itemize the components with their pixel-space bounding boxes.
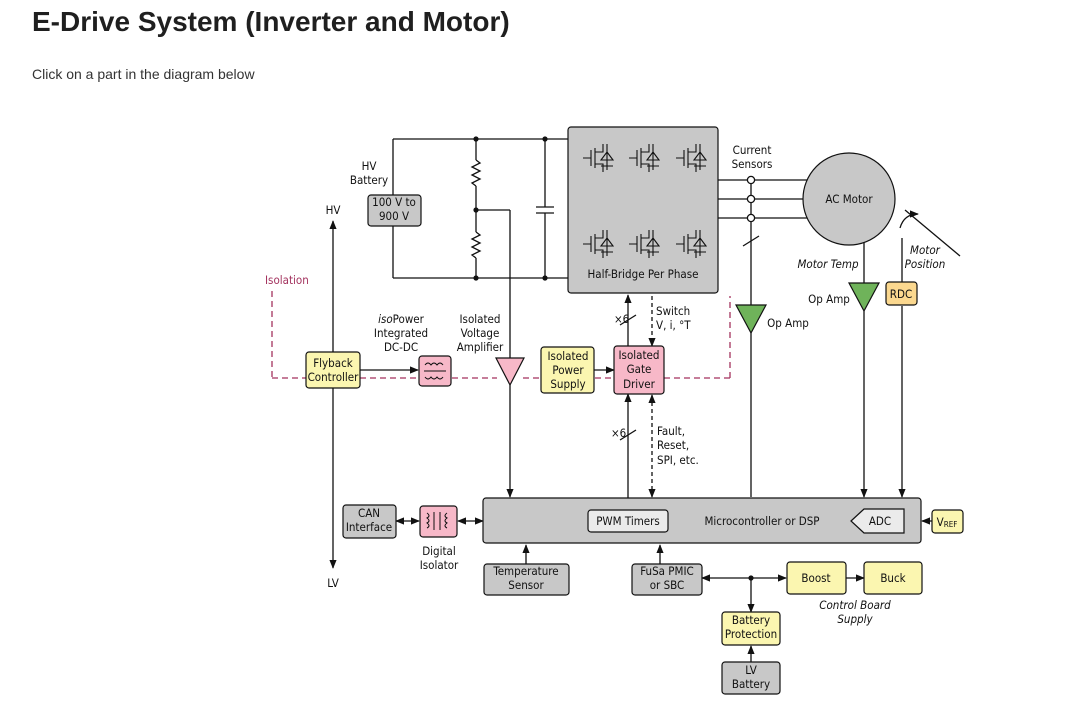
vref-main: V: [937, 515, 944, 529]
hv-battery-voltage-line1: 100 V to: [372, 195, 416, 209]
page-title: E-Drive System (Inverter and Motor): [32, 6, 510, 37]
rdc[interactable]: RDC: [885, 281, 918, 306]
hv-label: HV: [326, 203, 341, 217]
half-bridge-label: Half-Bridge Per Phase: [588, 267, 699, 281]
adc-label: ADC: [869, 514, 891, 528]
vref-sub: REF: [944, 520, 958, 529]
half-bridge[interactable]: Half-Bridge Per Phase: [567, 126, 719, 294]
lv-battery[interactable]: LV Battery: [721, 661, 781, 695]
page-subtitle: Click on a part in the diagram below: [32, 66, 255, 82]
digital-isolator[interactable]: Digital Isolator: [419, 505, 459, 572]
battery-protection[interactable]: Battery Protection: [721, 611, 781, 646]
microcontroller-label: Microcontroller or DSP: [704, 514, 819, 528]
digital-isolator-line1: Digital: [422, 544, 456, 558]
can-line1: CAN: [358, 506, 380, 520]
buck[interactable]: Buck: [863, 561, 923, 595]
isopower-line2: Integrated: [374, 326, 428, 340]
hv-battery-voltage-line2: 900 V: [379, 209, 409, 223]
iso-amp-line1: Isolated: [460, 312, 501, 326]
isolator-icon: [426, 512, 448, 530]
gate-driver-line3: Driver: [623, 377, 656, 391]
lv-label: LV: [327, 576, 339, 590]
digital-isolator-line2: Isolator: [420, 558, 459, 572]
current-sensor-taps: [746, 175, 756, 223]
motor-position-line1: Motor: [910, 243, 941, 257]
lv-battery-line1: LV: [745, 663, 757, 677]
pwm-timers[interactable]: PWM Timers: [587, 509, 669, 533]
fusa-pmic-line1: FuSa PMIC: [640, 564, 694, 578]
motor-position-label: Motor Position: [905, 243, 946, 271]
iso-amp-line3: Amplifier: [457, 340, 504, 354]
iso-amp-line2: Voltage: [461, 326, 500, 340]
op-amp-current-label: Op Amp: [767, 316, 809, 330]
isolated-voltage-amplifier[interactable]: Isolated Voltage Amplifier: [457, 312, 525, 387]
ac-motor-label: AC Motor: [825, 192, 873, 206]
fault-signals-line3: SPI, etc.: [657, 453, 699, 467]
isopower-line3: DC-DC: [384, 340, 418, 354]
fusa-pmic-line2: or SBC: [650, 578, 685, 592]
lv-battery-line2: Battery: [732, 677, 770, 691]
op-amp-temp-label: Op Amp: [808, 292, 850, 306]
battery-protection-line2: Protection: [725, 627, 777, 641]
isolation-label: Isolation: [265, 273, 309, 287]
current-sensors-line1: Current: [733, 143, 772, 157]
rdc-label: RDC: [890, 287, 912, 301]
control-board-supply-line2: Supply: [837, 612, 873, 626]
boost[interactable]: Boost: [786, 561, 847, 595]
hv-battery[interactable]: HV Battery 100 V to 900 V: [350, 159, 422, 227]
transistor-switches: [583, 144, 708, 258]
motor-temp-label: Motor Temp: [797, 257, 859, 271]
isolated-power-supply[interactable]: Isolated Power Supply: [540, 346, 595, 394]
fusa-pmic[interactable]: FuSa PMIC or SBC: [631, 563, 703, 596]
isolation-barrier: [271, 291, 731, 379]
isopower-prefix: iso: [378, 312, 393, 326]
gate-driver-line2: Gate: [627, 362, 652, 376]
flyback-line2: Controller: [308, 370, 360, 384]
adc[interactable]: ADC: [850, 508, 905, 534]
vref[interactable]: VREF: [931, 509, 964, 534]
isolated-gate-driver[interactable]: Isolated Gate Driver: [613, 345, 665, 395]
temperature-sensor-line1: Temperature: [492, 564, 558, 578]
fault-signals-line2: Reset,: [657, 438, 689, 452]
fault-signals-line1: Fault,: [657, 424, 685, 438]
current-sensors[interactable]: Current Sensors: [732, 143, 773, 171]
iso-power-supply-line1: Isolated: [548, 349, 589, 363]
temperature-sensor-line2: Sensor: [508, 578, 544, 592]
ac-motor[interactable]: AC Motor: [802, 152, 896, 246]
battery-protection-line1: Battery: [732, 613, 770, 627]
hv-battery-label-line1: HV: [362, 159, 377, 173]
transformer-icon: [424, 362, 446, 380]
hv-battery-label-line2: Battery: [350, 173, 388, 187]
motor-position-line2: Position: [905, 257, 946, 271]
pwm-timers-label: PWM Timers: [596, 514, 660, 528]
current-sensors-line2: Sensors: [732, 157, 773, 171]
x6-bottom-label: ×6: [611, 426, 626, 440]
flyback-line1: Flyback: [313, 356, 353, 370]
gate-driver-line1: Isolated: [619, 348, 660, 362]
switch-signals-line2: V, i, °T: [656, 318, 691, 332]
control-board-supply-line1: Control Board: [819, 598, 891, 612]
boost-label: Boost: [801, 571, 830, 585]
isopower-suffix: Power: [393, 312, 425, 326]
x6-top-label: ×6: [614, 312, 629, 326]
op-amp-temp[interactable]: Op Amp: [808, 282, 881, 313]
isopower-dc-dc[interactable]: isoPower Integrated DC-DC: [374, 312, 452, 387]
iso-power-supply-line3: Supply: [550, 377, 585, 391]
flyback-controller[interactable]: Flyback Controller: [305, 351, 361, 389]
buck-label: Buck: [880, 571, 905, 585]
vref-label: VREF: [937, 515, 958, 529]
switch-signals-line1: Switch: [656, 304, 690, 318]
iso-power-supply-line2: Power: [552, 363, 584, 377]
op-amp-current[interactable]: Op Amp: [734, 304, 809, 335]
can-interface[interactable]: CAN Interface: [342, 504, 397, 539]
isopower-line1: isoPower: [378, 312, 425, 326]
can-line2: Interface: [346, 520, 392, 534]
temperature-sensor[interactable]: Temperature Sensor: [483, 563, 570, 596]
